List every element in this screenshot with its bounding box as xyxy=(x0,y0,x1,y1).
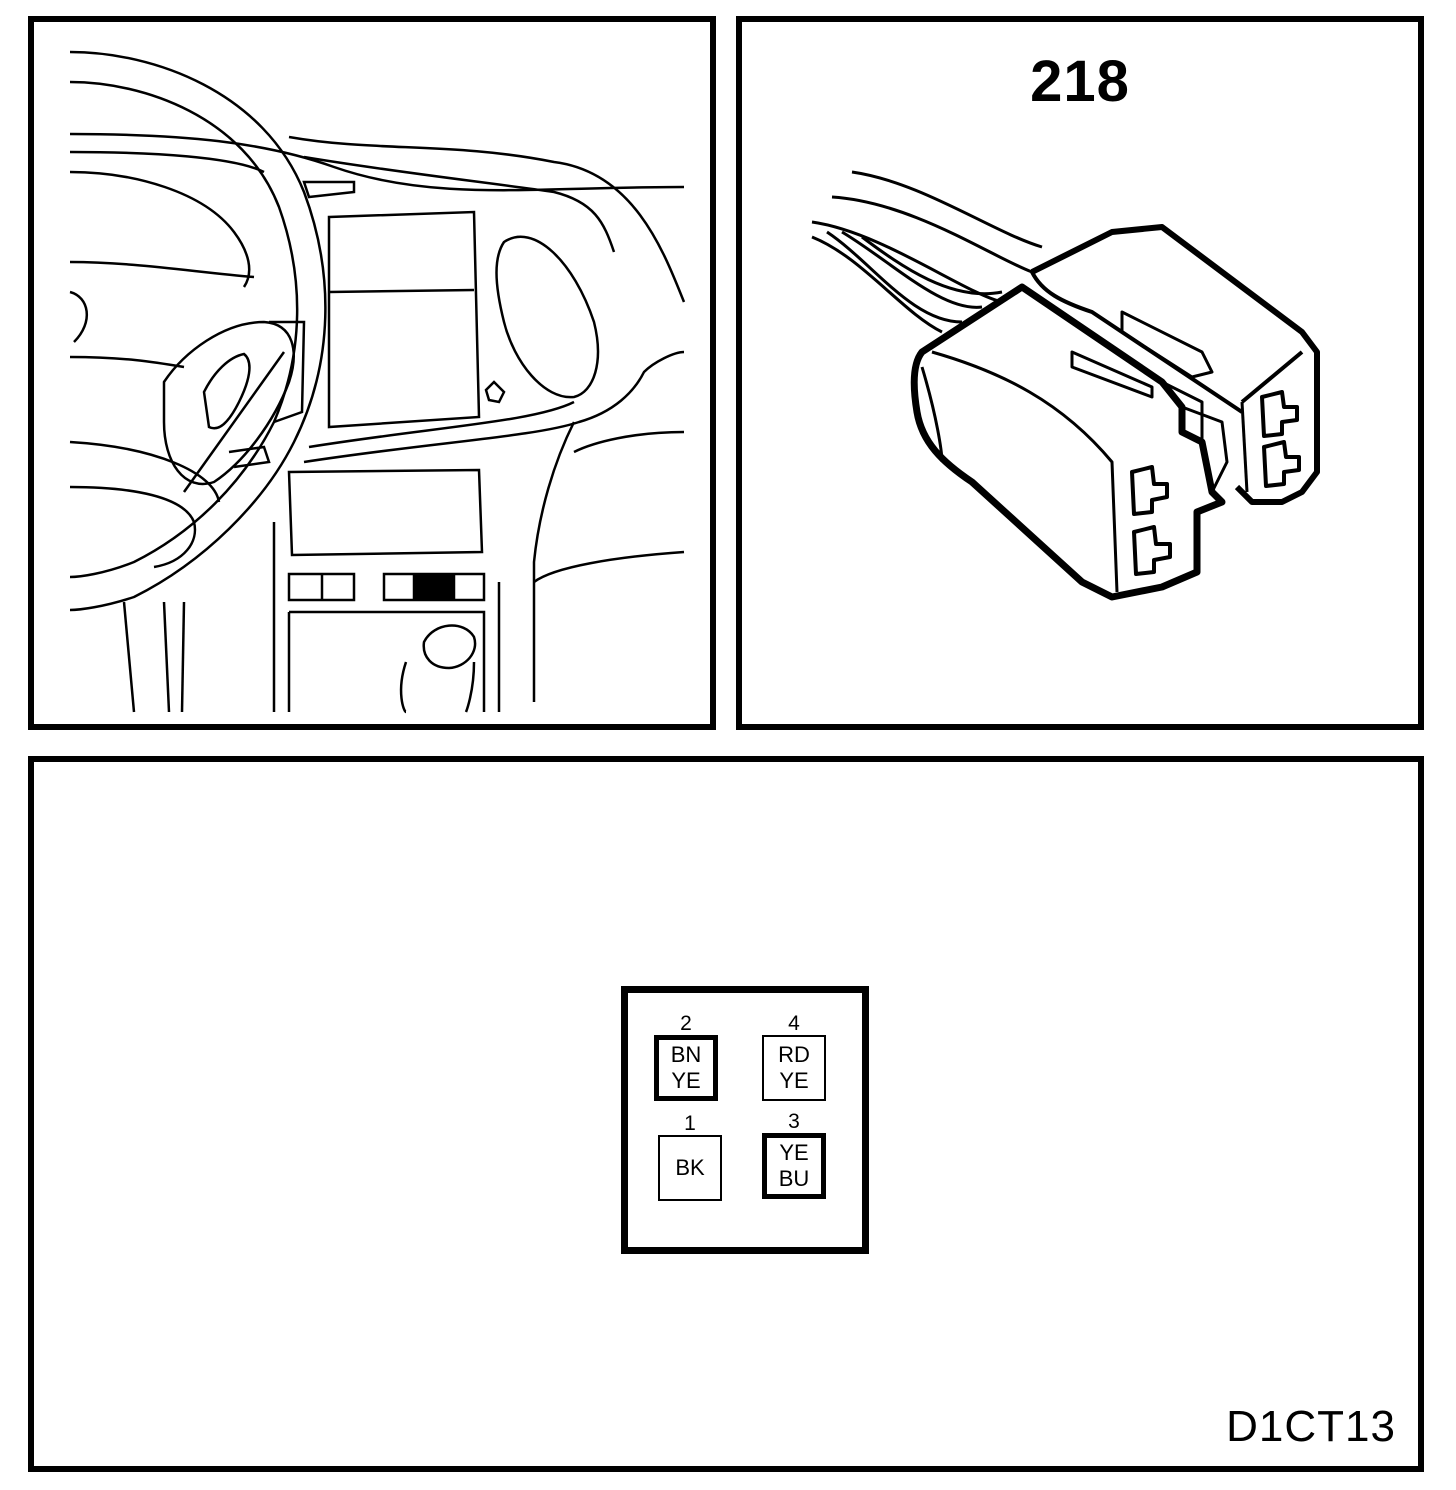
pin-number: 2 xyxy=(680,1012,692,1035)
pin-color-box: BN YE xyxy=(654,1035,718,1101)
pin-number: 1 xyxy=(684,1112,696,1135)
wire-color-stripe: BU xyxy=(778,1166,810,1191)
dashboard-drawing xyxy=(69,50,686,714)
pin-number: 4 xyxy=(788,1012,800,1035)
wire-color: BK xyxy=(675,1155,705,1180)
pin-1: 1 BK xyxy=(658,1113,722,1201)
wire-color-stripe: YE xyxy=(779,1068,809,1093)
diagram-code: D1CT13 xyxy=(1226,1402,1396,1451)
pinout-panel: 2 BN YE 4 RD YE 1 BK 3 YE BU xyxy=(28,756,1424,1472)
pin-color-box: RD YE xyxy=(762,1035,826,1101)
wire-color: YE xyxy=(779,1140,809,1165)
pin-number: 3 xyxy=(788,1110,800,1133)
connector-face: 2 BN YE 4 RD YE 1 BK 3 YE BU xyxy=(621,986,869,1254)
wire-color-stripe: YE xyxy=(671,1068,701,1093)
connector-view-panel: 218 xyxy=(736,16,1424,730)
pin-2: 2 BN YE xyxy=(654,1013,718,1101)
wire-color: BN xyxy=(670,1042,702,1067)
connector-number: 218 xyxy=(1030,49,1130,114)
connector-drawing xyxy=(811,170,1320,601)
location-view-panel xyxy=(28,16,716,730)
pin-3: 3 YE BU xyxy=(762,1111,826,1199)
pin-color-box: YE BU xyxy=(762,1133,826,1199)
pin-color-box: BK xyxy=(658,1135,722,1201)
wire-color: RD xyxy=(778,1042,810,1067)
pin-4: 4 RD YE xyxy=(762,1013,826,1101)
